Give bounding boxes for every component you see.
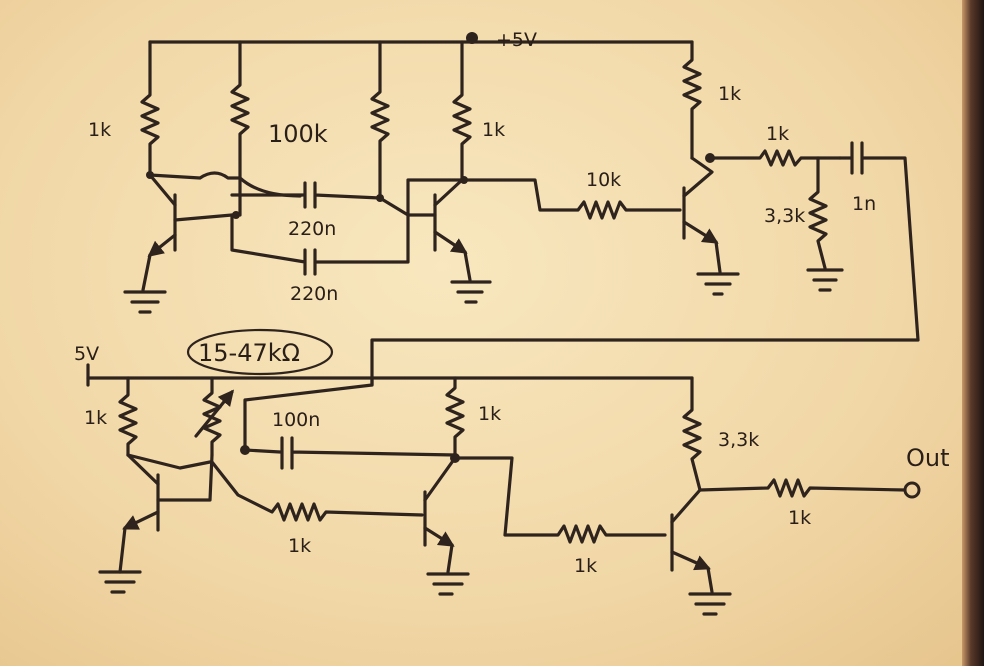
transistor-q4 (98, 453, 214, 594)
vcc-terminal-top (466, 32, 478, 44)
resistor-100k-a (230, 40, 250, 217)
resistor-bottom-left-1k (118, 376, 138, 457)
top-supply-rail (148, 32, 694, 44)
transistor-q2 (378, 178, 492, 304)
wire-c1 (238, 176, 302, 198)
label-r-series: 1k (766, 123, 789, 145)
label-r-bot-mid: 1k (478, 403, 501, 425)
label-r-collector-top: 1k (482, 119, 505, 141)
label-r-filter-shunt: 3,3k (764, 205, 805, 227)
resistor-r1-top-left (140, 40, 160, 177)
label-r-out: 1k (788, 507, 811, 529)
resistor-100k-b (370, 40, 390, 200)
capacitor-c1-220n (230, 181, 382, 209)
label-vcc-bottom: 5V (74, 343, 99, 365)
label-r-bot-left: 1k (84, 407, 107, 429)
resistor-10k-base (462, 178, 682, 220)
transistor-q3 (682, 156, 740, 296)
transistor-q5 (423, 456, 470, 596)
cross-wire-1 (148, 171, 242, 180)
label-r-osc-mid: 100k (268, 120, 328, 148)
resistor-r-out-top (682, 40, 702, 160)
capacitor-1n (370, 141, 920, 387)
label-c-bot: 100n (272, 409, 320, 431)
node-5 (240, 445, 250, 455)
resistor-bottom-mid-1k (445, 376, 465, 457)
label-r-osc-left: 1k (88, 119, 111, 141)
bottom-supply-rail (86, 363, 694, 387)
resistor-bottom-1k-feedback (210, 460, 424, 522)
label-vcc-top: +5V (496, 29, 537, 51)
capacitor-100n (243, 378, 457, 470)
output-terminal (903, 481, 921, 499)
capacitor-c2-220n (230, 178, 464, 276)
resistor-output-1k (698, 478, 921, 499)
pot-label-circle (186, 328, 334, 376)
transistor-q1 (123, 173, 234, 314)
node-2 (232, 211, 240, 219)
label-r-out-top: 1k (718, 83, 741, 105)
transistor-q6 (670, 488, 732, 616)
label-pot: 15-47kΩ (198, 339, 300, 367)
label-r-base-top: 10k (586, 169, 621, 191)
resistor-3-3k-shunt (806, 156, 844, 292)
label-c-osc-1: 220n (288, 218, 336, 240)
node-1 (146, 171, 154, 179)
label-r-bot-collector: 3,3k (718, 429, 759, 451)
label-c-osc-2: 220n (290, 283, 338, 305)
label-c-filter: 1n (852, 193, 876, 215)
potentiometer-15-47k (186, 328, 334, 457)
resistor-bottom-base-1k (453, 456, 667, 544)
label-r-bot-feedback: 1k (288, 535, 311, 557)
paper-edge (962, 0, 984, 666)
resistor-bottom-3-3k (682, 376, 702, 492)
label-r-bot-base: 1k (574, 555, 597, 577)
label-out: Out (906, 444, 950, 472)
resistor-r-series-1k (708, 149, 842, 167)
resistor-r4-collector (452, 40, 472, 182)
